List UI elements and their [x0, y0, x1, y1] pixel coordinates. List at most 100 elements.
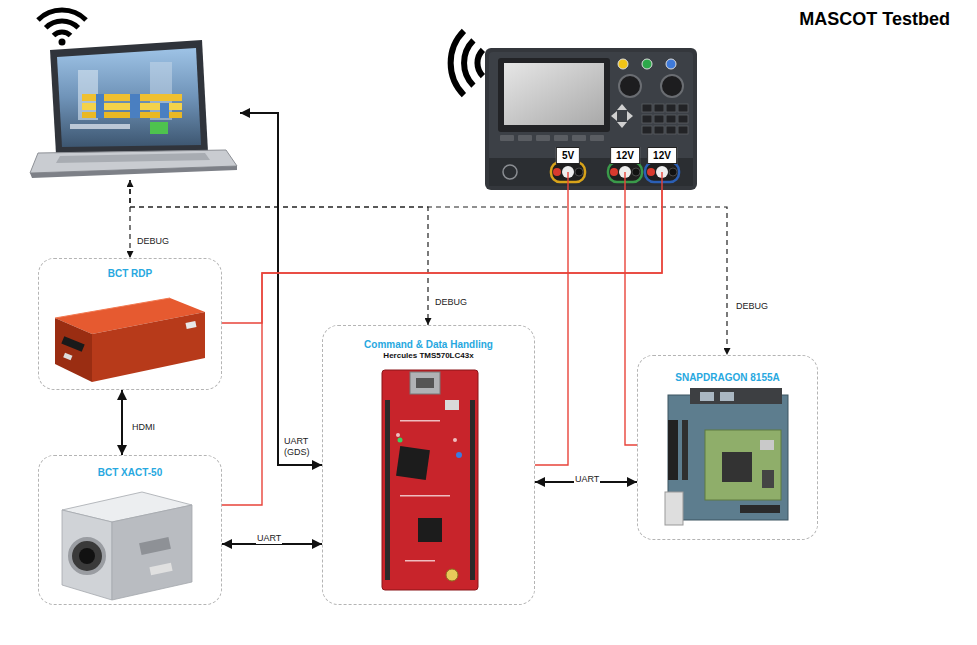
power-supply-illustration-part: [627, 111, 633, 121]
hercules-board-illustration-part-part: [453, 438, 457, 442]
edge-label-wrap: DEBUG: [434, 291, 468, 309]
power-wire: [625, 190, 637, 445]
xact-group-box: BCT XACT-50: [38, 455, 222, 605]
snapdragon-board-illustration-part: [722, 452, 752, 482]
hercules-board-illustration-part-part: [400, 420, 440, 422]
power-supply-illustration-part: [642, 104, 688, 134]
data-link-arrow: [240, 113, 322, 465]
power-supply-illustration-part: [572, 135, 586, 141]
signal-label: UART: [256, 533, 282, 544]
power-wire: [222, 190, 662, 505]
xact-unit-illustration-part: [112, 505, 192, 600]
wifi-symbol-part: [54, 32, 71, 36]
power-supply-illustration: [485, 48, 697, 190]
power-supply-illustration-part: [642, 59, 652, 69]
hercules-board-illustration-part: [396, 420, 457, 562]
power-supply-illustration-part-part: [666, 104, 676, 112]
rdp-group-box: BCT RDP: [38, 258, 222, 390]
power-supply-illustration-part: [503, 165, 517, 179]
node-title: BCT RDP: [108, 268, 152, 280]
power-supply-illustration-part: [647, 168, 655, 176]
power-supply-illustration-part: [618, 59, 628, 69]
node-subtitle: Hercules TMS570LC43x: [383, 351, 473, 361]
node-title: SNAPDRAGON 8155A: [675, 372, 779, 384]
power-supply-illustration-part-part: [642, 104, 652, 112]
laptop-illustration-part: [160, 103, 169, 118]
power-supply-illustration-part: [617, 122, 627, 128]
cdh-group-box: Command & Data HandlingHercules TMS570LC…: [322, 325, 535, 605]
power-supply-illustration-part-part: [642, 115, 652, 123]
terminal-label-wrap: 5V: [556, 145, 580, 164]
diagram-title: MASCOT Testbed: [799, 9, 950, 30]
debug-line: [130, 180, 727, 355]
signal-label: DEBUG: [434, 297, 468, 308]
power-supply-illustration-part: [567, 172, 568, 190]
xact-unit-illustration-part: [149, 563, 172, 575]
xact-unit-illustration-part: [79, 548, 95, 564]
wifi-symbol-part: [464, 40, 473, 85]
xact-unit-illustration: [62, 492, 192, 600]
signal-label: DEBUG: [136, 236, 170, 247]
snapdragon-board-illustration-part: [668, 395, 788, 520]
edge-label-wrap: HDMI: [131, 416, 156, 434]
power-supply-illustration-part: [632, 168, 640, 176]
signal-label: HDMI: [131, 422, 156, 433]
hercules-board-illustration-part: [385, 400, 475, 580]
snapdragon-board-illustration-part: [740, 505, 780, 513]
rdp-unit-illustration-part: [55, 318, 92, 382]
hercules-board-illustration-part: [382, 370, 478, 590]
power-supply-illustration-part: [669, 168, 677, 176]
terminal-label-wrap: 12V: [647, 145, 677, 164]
rdp-unit-illustration-part: [185, 321, 196, 329]
power-supply-illustration-part-part: [666, 115, 676, 123]
hercules-board-illustration-part-part: [400, 495, 450, 497]
snapdragon-board-illustration: [665, 388, 788, 525]
snapdragon-group-box: SNAPDRAGON 8155A: [637, 355, 818, 540]
power-supply-illustration-part: [575, 168, 583, 176]
hercules-board-illustration-part-part: [470, 400, 475, 580]
hercules-board-illustration-part: [416, 378, 434, 388]
hercules-board-illustration-part: [445, 400, 459, 410]
power-supply-illustration-part: [518, 135, 532, 141]
signal-label: DEBUG: [735, 301, 769, 312]
power-supply-illustration-part: [500, 135, 514, 141]
power-supply-illustration-part: [661, 172, 662, 190]
edge-label-wrap: UART: [574, 468, 600, 486]
snapdragon-board-illustration-part: [682, 420, 688, 480]
power-supply-illustration-part-part: [666, 126, 676, 134]
power-supply-illustration-part: [504, 63, 604, 125]
data-link-arrow: [121, 390, 123, 455]
edge-label-wrap: DEBUG: [136, 230, 170, 248]
snapdragon-board-illustration-part: [762, 470, 774, 488]
power-supply-illustration-part: [661, 75, 683, 97]
hercules-board-illustration-part: [396, 446, 430, 480]
laptop-illustration-part: [30, 166, 237, 178]
laptop-illustration-part: [50, 40, 208, 154]
rdp-unit-illustration-part: [55, 298, 170, 318]
laptop-illustration-part: [150, 122, 168, 134]
power-supply-illustration-part: [619, 75, 641, 97]
power-wire: [535, 190, 568, 465]
laptop-node: [30, 35, 240, 180]
voltage-label: 12V: [647, 147, 677, 164]
node-title: BCT XACT-50: [98, 467, 162, 479]
xact-unit-illustration-part: [70, 539, 104, 573]
snapdragon-board-illustration-part: [700, 392, 714, 401]
laptop-illustration: [30, 40, 237, 178]
snapdragon-board-illustration-part: [690, 388, 782, 404]
wifi-symbol: [38, 10, 86, 45]
hercules-board-illustration-part-part: [385, 400, 390, 580]
power-supply-illustration-part: [666, 59, 676, 69]
laptop-illustration-part: [56, 153, 210, 163]
hercules-board-illustration: [382, 370, 478, 590]
snapdragon-board-illustration-part: [705, 430, 781, 500]
hercules-board-illustration-part: [418, 518, 442, 542]
power-wire: [222, 190, 662, 323]
power-supply-illustration-part-part: [678, 115, 688, 123]
power-supply-illustration-part: [590, 135, 604, 141]
power-supply-illustration-part: [553, 168, 561, 176]
power-supply-illustration-part-part: [654, 126, 664, 134]
